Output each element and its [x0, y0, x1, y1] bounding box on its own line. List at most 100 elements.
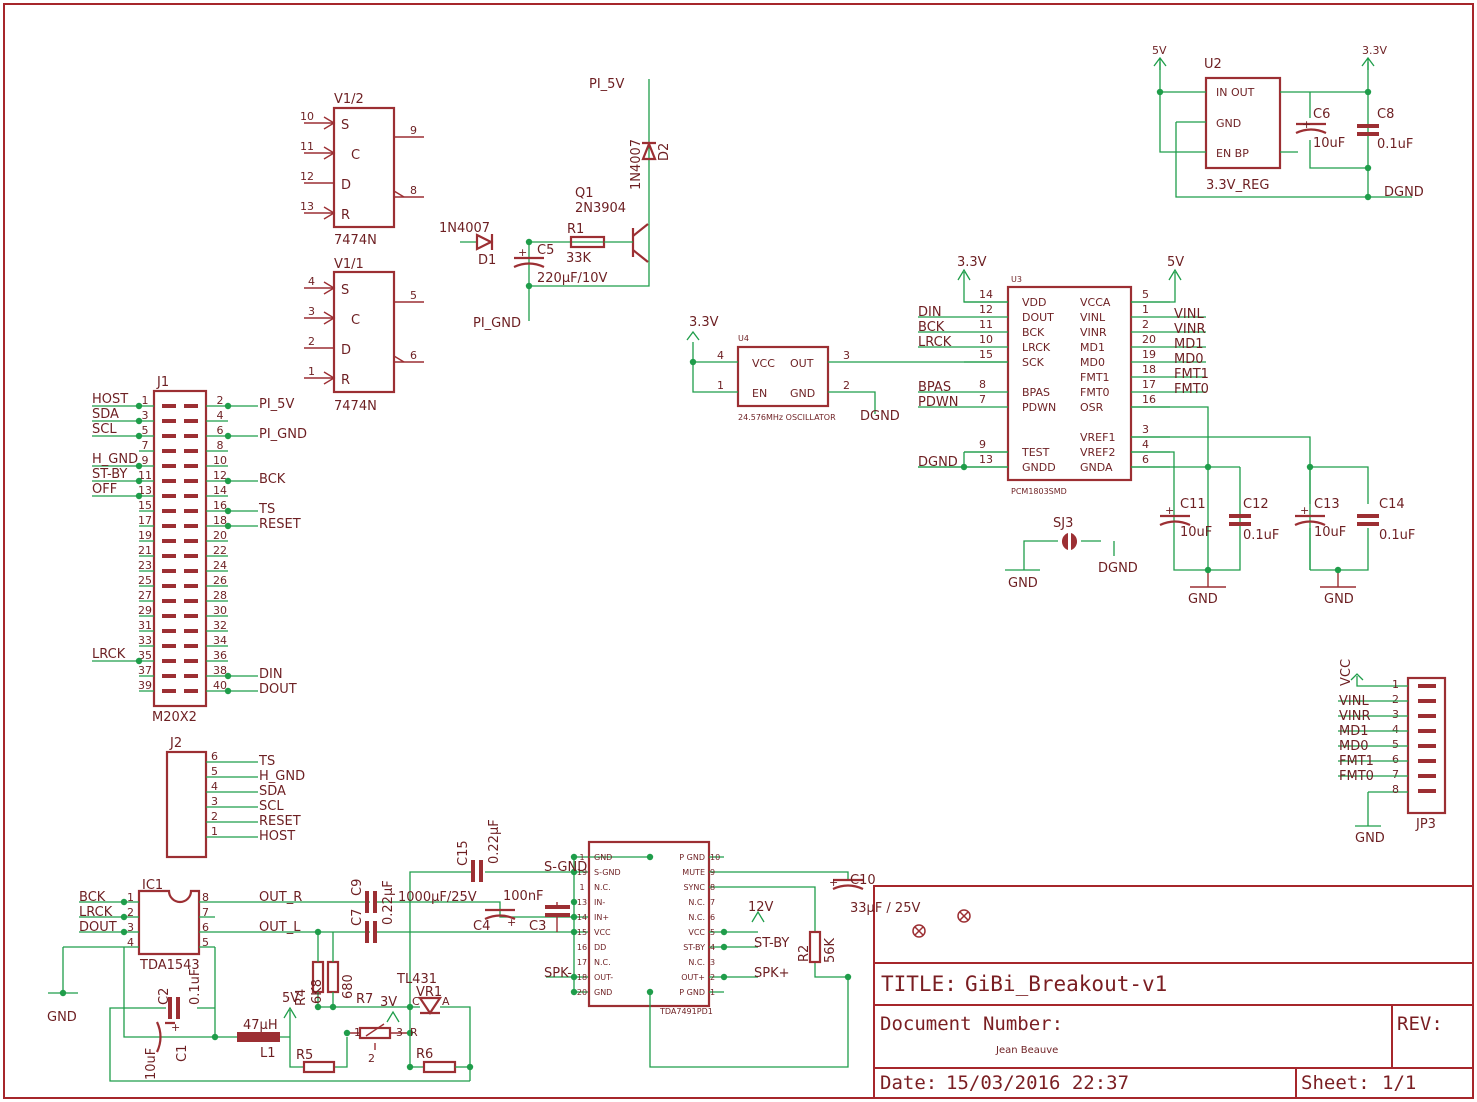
sj3-name: SJ3	[1053, 516, 1073, 531]
u3-pin-number: 16	[1142, 393, 1156, 406]
j1-pin-number: 31	[138, 619, 152, 632]
jp3-net: FMT0	[1339, 769, 1374, 784]
amp-pin-name: N.C.	[688, 898, 705, 907]
amp-pin-name: VCC	[688, 928, 705, 937]
net-12v: 12V	[748, 900, 774, 915]
svg-text:C7: C7	[350, 909, 365, 926]
j1-pin-mark	[184, 434, 198, 438]
j1-right-net: BCK	[259, 472, 286, 487]
j1-pin-mark	[162, 404, 176, 408]
j1-pin-number: 14	[213, 484, 227, 497]
jp3-pin-number: 8	[1392, 783, 1399, 796]
svg-text:C10: C10	[850, 873, 876, 888]
d1-name: D1	[478, 253, 496, 268]
svg-text:+: +	[1300, 504, 1309, 517]
amp-pin-number: 10	[710, 853, 720, 862]
jp3-pin-number: 7	[1392, 768, 1399, 781]
u4-value: 24.576MHz OSCILLATOR	[738, 413, 836, 422]
revision-label: REV:	[1397, 1013, 1443, 1035]
j1-pin-mark	[184, 674, 198, 678]
svg-text:VCC: VCC	[752, 357, 775, 370]
svg-text:C3: C3	[529, 919, 546, 934]
net-3v-analog: 3V	[380, 995, 397, 1010]
ic1-value: TDA1543	[139, 958, 200, 973]
u3-pin-name: SCK	[1022, 356, 1045, 369]
c5-name: C5	[537, 243, 554, 258]
j1-pin-mark	[184, 494, 198, 498]
j1-left-net: LRCK	[92, 647, 126, 662]
u3-pin-number: 4	[1142, 438, 1149, 451]
svg-text:EN BP: EN BP	[1216, 147, 1249, 160]
amp-pin-number: 9	[710, 868, 715, 877]
u3-pin-name: FMT0	[1080, 386, 1110, 399]
u3-left-net: DIN	[918, 305, 942, 320]
amp-pin-number: 15	[577, 928, 587, 937]
jp3-pin-number: 5	[1392, 738, 1399, 751]
svg-text:R5: R5	[296, 1048, 313, 1063]
net-s-gnd: S-GND	[544, 860, 587, 875]
u3-left-pin-labels: 14VDD12DOUTDIN11BCKBCK10LRCKLRCK15SCK8BP…	[918, 288, 1056, 474]
svg-text:10uF: 10uF	[1314, 525, 1346, 540]
amp-pin-number: 17	[577, 958, 587, 967]
document-number-label: Document Number:	[880, 1013, 1063, 1035]
r1-name: R1	[567, 222, 584, 237]
svg-text:3: 3	[396, 1026, 403, 1039]
u3-pin-number: 14	[979, 288, 993, 301]
svg-text:R6: R6	[416, 1047, 433, 1062]
j1-pin-mark	[162, 599, 176, 603]
svg-text:2: 2	[368, 1052, 375, 1065]
svg-text:C: C	[351, 313, 360, 328]
jp3-pin-mark	[1418, 729, 1436, 733]
j1-right-net: PI_5V	[259, 397, 294, 412]
amp-pin-name: GND	[594, 853, 612, 862]
j1-pin-number: 11	[138, 469, 152, 482]
j1-pin-mark	[162, 689, 176, 693]
amp-pin-number: 19	[577, 868, 587, 877]
amp-pin-name: OUT+	[681, 973, 705, 982]
amp-pin-name: N.C.	[688, 958, 705, 967]
net-gnd-sj3: GND	[1008, 576, 1038, 591]
u2-regulator: + U2 IN OUT GND EN BP 3.3V_REG 5V 3.3V C…	[1152, 44, 1424, 201]
u3-pin-number: 15	[979, 348, 993, 361]
j2-net: TS	[258, 754, 275, 769]
u3-left-net: PDWN	[918, 395, 958, 410]
svg-text:0.1uF: 0.1uF	[1379, 528, 1415, 543]
net-pi-5v: PI_5V	[589, 77, 624, 92]
j1-pin-mark	[162, 569, 176, 573]
q1-name: Q1	[575, 186, 594, 201]
sheet-value: 1/1	[1382, 1072, 1416, 1094]
svg-text:L1: L1	[260, 1046, 276, 1061]
amp-pin-name: P GND	[679, 853, 705, 862]
amp-pin-number: 1	[579, 853, 584, 862]
j1-pin-number: 21	[138, 544, 152, 557]
j1-pin-number: 17	[138, 514, 152, 527]
svg-text:1: 1	[717, 379, 724, 392]
j1-right-net: DOUT	[259, 682, 297, 697]
j1-value: M20X2	[152, 710, 197, 725]
amp-pin-name: N.C.	[688, 913, 705, 922]
svg-text:5: 5	[410, 289, 417, 302]
j1-pin-number: 35	[138, 649, 152, 662]
j1-pin-mark	[162, 554, 176, 558]
svg-text:100nF: 100nF	[503, 889, 544, 904]
amp-pin-name: GND	[594, 988, 612, 997]
j1-pin-mark	[184, 449, 198, 453]
svg-text:6: 6	[410, 349, 417, 362]
j1-left-net: ST-BY	[92, 467, 127, 482]
svg-text:R: R	[410, 1026, 418, 1039]
amp-pin-name: OUT-	[594, 973, 613, 982]
svg-text:0.22µF: 0.22µF	[381, 880, 396, 925]
u3-pin-name: TEST	[1021, 446, 1050, 459]
net-gnd-ic1: GND	[47, 1010, 77, 1025]
j1-pin-mark	[184, 464, 198, 468]
j1-right-net: PI_GND	[259, 427, 307, 442]
svg-text:2: 2	[843, 379, 850, 392]
j2-pin-number: 2	[211, 810, 218, 823]
amp-pin-number: 3	[710, 958, 715, 967]
j1-pin-number: 32	[213, 619, 227, 632]
j2-pin-number: 5	[211, 765, 218, 778]
amp-pin-number: 5	[710, 928, 715, 937]
amp-pin-number: 16	[577, 943, 587, 952]
j1-pin-mark	[184, 569, 198, 573]
svg-text:1: 1	[127, 891, 134, 904]
